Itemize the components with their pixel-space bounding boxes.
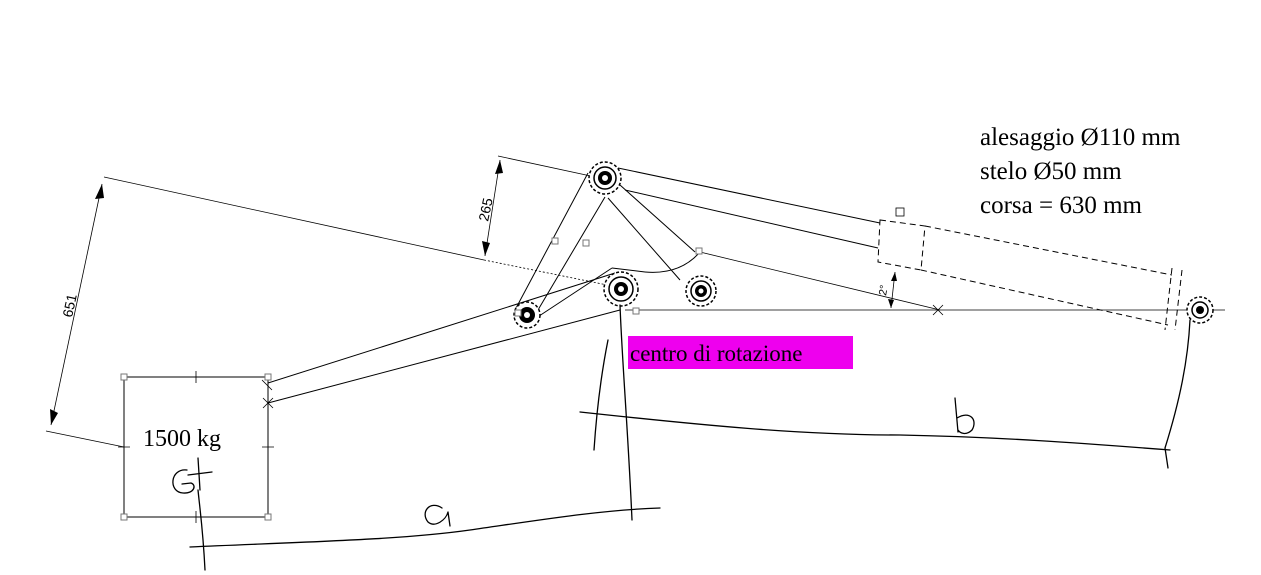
- handwritten-g: G: [0, 0, 1, 1]
- angle-label: 2°: [877, 284, 891, 296]
- reference-line: [625, 304, 1225, 316]
- pivot-center: [603, 271, 639, 307]
- hydraulic-cylinder: [877, 207, 1183, 331]
- grip-handle[interactable]: [551, 237, 559, 245]
- pivot-top: [588, 161, 622, 195]
- rotation-center-callout: centro di rotazione: [628, 336, 853, 369]
- selection-grips: [514, 237, 703, 317]
- grip-handle[interactable]: [632, 307, 640, 315]
- angle-indicator: 2°: [877, 271, 897, 309]
- grip-handle[interactable]: [264, 373, 272, 381]
- pivot-right: [685, 275, 717, 307]
- bore-spec: alesaggio Ø110 mm: [980, 124, 1181, 151]
- dimension-label: 651: [59, 292, 80, 318]
- grip-handle[interactable]: [120, 513, 128, 521]
- rotation-center-label: centro di rotazione: [630, 341, 802, 366]
- grip-handle[interactable]: [582, 239, 590, 247]
- pivot-lower-left: [513, 301, 541, 329]
- cylinder-specs: alesaggio Ø110 mm stelo Ø50 mm corsa = 6…: [980, 124, 1181, 219]
- pivot-cylinder-end: [1186, 296, 1214, 324]
- rod-spec: stelo Ø50 mm: [980, 158, 1122, 185]
- grip-handle[interactable]: [514, 309, 522, 317]
- stroke-spec: corsa = 630 mm: [980, 192, 1143, 219]
- handwritten-annotations: G a b: [0, 0, 1191, 571]
- grip-handle[interactable]: [264, 513, 272, 521]
- grip-handle[interactable]: [120, 373, 128, 381]
- mass-label: 1500 kg: [143, 426, 221, 452]
- lower-arm: [267, 272, 621, 404]
- grip-handle[interactable]: [695, 247, 703, 255]
- dimension-651: 651: [45, 176, 623, 448]
- dimension-label: 265: [475, 196, 496, 222]
- bent-lever: [607, 167, 941, 311]
- highlight-box: [628, 336, 853, 369]
- dimension-265: 265: [475, 155, 601, 257]
